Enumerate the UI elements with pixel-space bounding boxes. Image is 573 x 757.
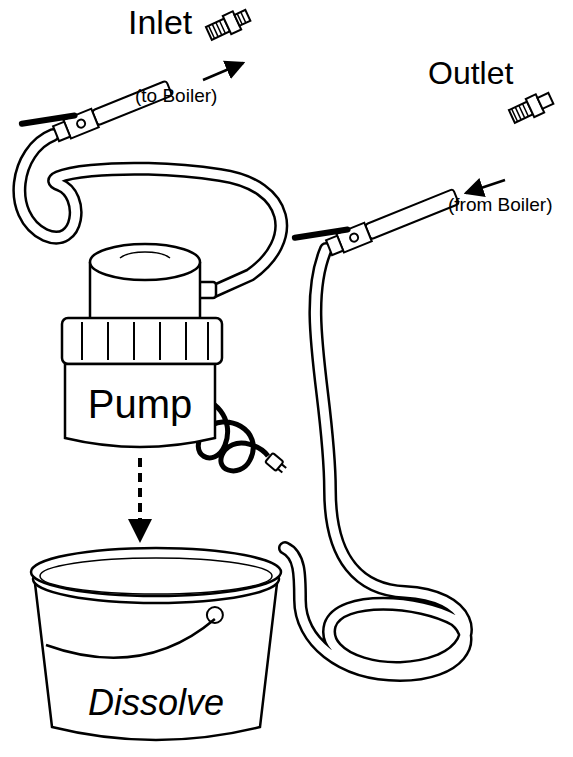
outlet-hose: [285, 249, 466, 675]
pump-canister: Pump: [62, 362, 218, 452]
outlet-fitting: [508, 89, 555, 125]
node-text: Dissolve: [88, 683, 224, 723]
flow-arrow: [466, 180, 505, 193]
inlet-valve: [22, 68, 173, 154]
inlet-fitting: [205, 6, 252, 42]
flow-arrow: [203, 63, 243, 80]
node-text: Pump: [88, 382, 193, 426]
part-label: (from Boiler): [448, 195, 553, 216]
pump-housing: [62, 244, 222, 364]
placement-arrow: [138, 458, 142, 539]
outlet-valve: [295, 176, 460, 267]
inlet-hose: [19, 135, 281, 292]
dissolve-bucket: Dissolve: [28, 545, 284, 745]
part-label: Outlet: [428, 56, 513, 91]
part-label: Inlet: [128, 4, 192, 41]
part-label: (to Boiler): [135, 86, 217, 107]
